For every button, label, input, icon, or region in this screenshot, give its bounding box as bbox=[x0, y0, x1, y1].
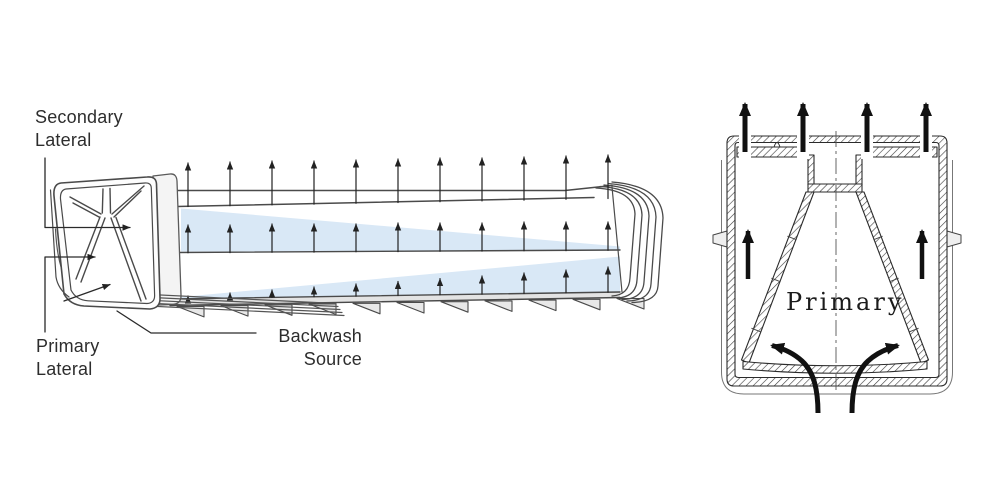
top-outflow-arrows-section bbox=[739, 102, 932, 152]
primary-conduit-flow-arrow bbox=[63, 283, 111, 302]
lower-water-wedge bbox=[181, 256, 620, 300]
outer-shell-wall bbox=[726, 135, 948, 387]
primary-lateral-leader-arrow bbox=[44, 253, 96, 333]
end-cap bbox=[595, 181, 664, 304]
outer-tray bbox=[721, 160, 953, 395]
mid-outflow-arrows bbox=[184, 221, 612, 254]
right-cross-section-diagram bbox=[712, 102, 962, 414]
primary-chamber-label: Primary bbox=[786, 288, 905, 316]
right-lug bbox=[946, 230, 962, 248]
backwash-inlet-arrows bbox=[770, 342, 900, 414]
bottom-plate bbox=[742, 360, 928, 374]
end-wall-line bbox=[611, 186, 623, 293]
front-face bbox=[49, 176, 161, 310]
top-deck-plates bbox=[736, 146, 938, 193]
bottom-outflow-arrows bbox=[184, 266, 612, 304]
primary-lateral-label: Primary Lateral bbox=[36, 336, 100, 379]
wall-tick-marks bbox=[751, 235, 919, 333]
leader-lines bbox=[44, 157, 257, 334]
upper-water-wedge bbox=[181, 208, 620, 252]
secondary-upflow-arrows bbox=[742, 229, 928, 279]
bottom-rail bbox=[169, 291, 621, 307]
secondary-chamber-web bbox=[69, 185, 145, 218]
backwash-source-label: Backwash Source bbox=[278, 326, 362, 369]
primary-chamber-walls bbox=[75, 216, 147, 302]
weep-notch bbox=[773, 142, 781, 148]
left-isometric-diagram bbox=[44, 154, 664, 334]
front-face-left-cap-line bbox=[49, 189, 70, 298]
backwash-source-leader bbox=[116, 310, 257, 334]
lateral-body bbox=[169, 154, 664, 318]
primary-chamber-walls-section bbox=[740, 191, 930, 374]
top-surface-front-line bbox=[176, 196, 595, 208]
secondary-lateral-leader-arrow bbox=[44, 157, 131, 231]
top-surface-back-line bbox=[176, 184, 613, 192]
left-lug bbox=[712, 230, 728, 248]
secondary-lateral-label: Secondary Lateral bbox=[35, 107, 123, 150]
top-outflow-arrows bbox=[184, 154, 612, 208]
